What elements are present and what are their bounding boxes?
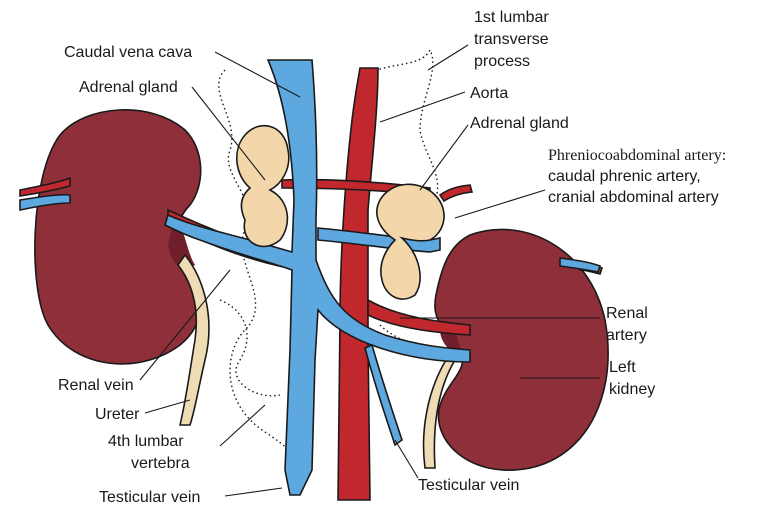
label-renal-artery-line1: Renal bbox=[606, 305, 648, 322]
label-lumbar-1-line2: transverse bbox=[474, 31, 549, 48]
label-phrenicoabdominal-line1: Phreniocoabdominal artery: bbox=[548, 147, 726, 164]
ureters bbox=[177, 253, 457, 469]
adrenal-glands bbox=[235, 124, 474, 300]
label-lumbar-4-line2: vertebra bbox=[131, 455, 190, 472]
label-phrenicoabdominal-line3: cranial abdominal artery bbox=[548, 189, 719, 206]
caudal-vena-cava bbox=[19, 59, 601, 496]
label-phrenicoabdominal-line2: caudal phrenic artery, bbox=[548, 168, 701, 185]
label-ureter: Ureter bbox=[95, 406, 140, 423]
label-adrenal-gland-left: Adrenal gland bbox=[79, 79, 178, 96]
label-lumbar-1-line1: 1st lumbar bbox=[474, 9, 549, 26]
leader-lines bbox=[139, 44, 600, 497]
right-kidney bbox=[34, 109, 204, 365]
label-left-kidney-line1: Left bbox=[609, 359, 636, 376]
label-left-kidney-line2: kidney bbox=[609, 381, 655, 398]
label-adrenal-gland-right: Adrenal gland bbox=[470, 115, 569, 132]
label-testicular-vein-right: Testicular vein bbox=[418, 477, 519, 494]
label-lumbar-4-line1: 4th lumbar bbox=[108, 433, 184, 450]
label-testicular-vein-left: Testicular vein bbox=[99, 489, 200, 506]
label-caudal-vena-cava: Caudal vena cava bbox=[64, 44, 192, 61]
label-renal-vein: Renal vein bbox=[58, 377, 134, 394]
labels: Caudal vena cava Adrenal gland 1st lumba… bbox=[58, 9, 726, 506]
label-lumbar-1-line3: process bbox=[474, 53, 530, 70]
label-renal-artery-line2: artery bbox=[606, 327, 647, 344]
label-aorta: Aorta bbox=[470, 85, 508, 102]
